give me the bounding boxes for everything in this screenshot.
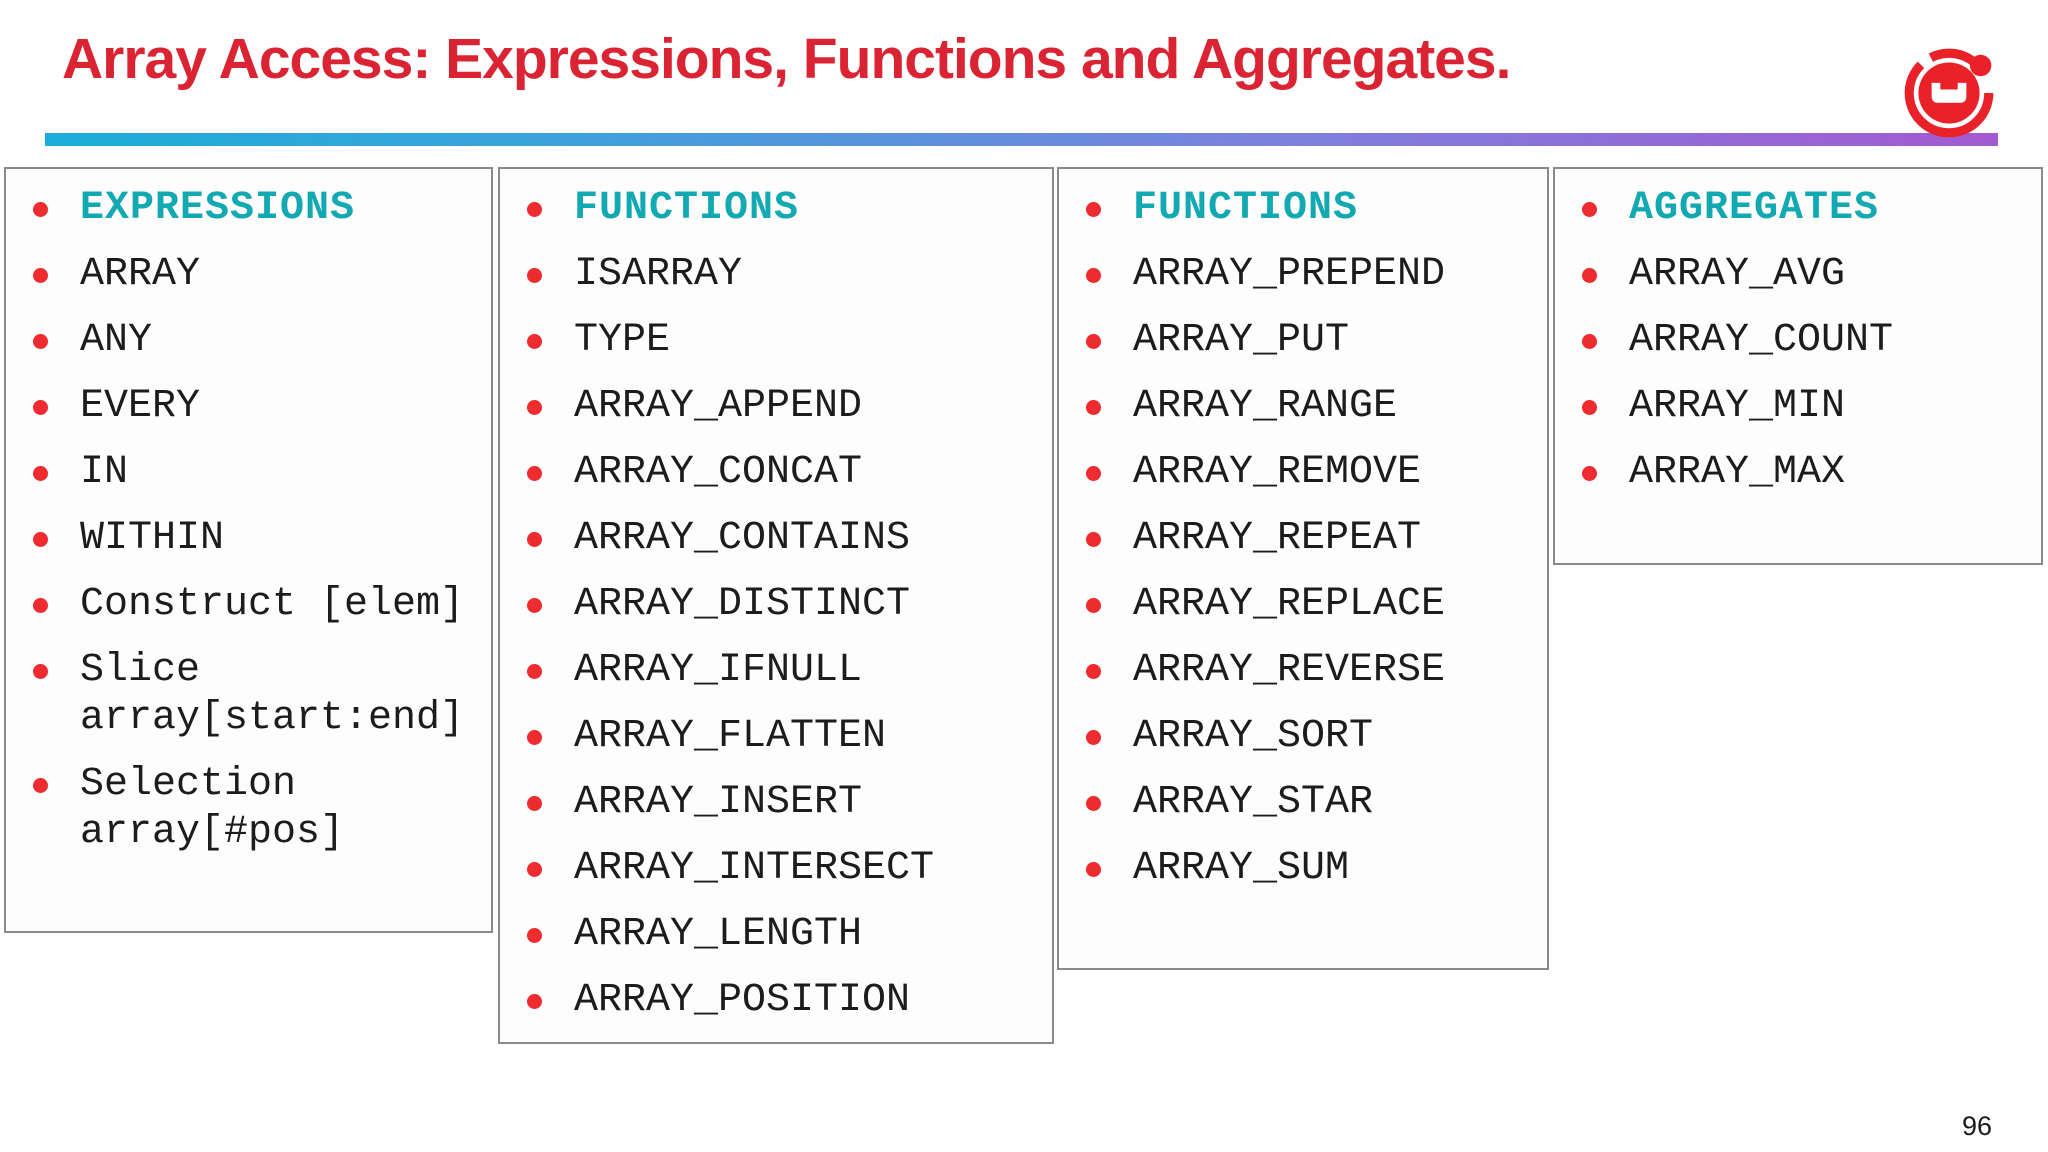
- list-item: Selection array[#pos]: [6, 761, 485, 857]
- list-item: ARRAY_CONTAINS: [500, 515, 1046, 563]
- functions-panel-2: FUNCTIONS ARRAY_PREPEND ARRAY_PUT ARRAY_RA…: [1057, 167, 1549, 970]
- aggregates-panel: AGGREGATES ARRAY_AVG ARRAY_COUNT ARRAY_MIN…: [1553, 167, 2043, 565]
- list-item: ARRAY_DISTINCT: [500, 581, 1046, 629]
- list-item: EVERY: [6, 383, 485, 431]
- list-item: ARRAY_REPLACE: [1059, 581, 1541, 629]
- functions-list-2: FUNCTIONS ARRAY_PREPEND ARRAY_PUT ARRAY_RA…: [1059, 169, 1547, 893]
- list-item: Slice array[start:end]: [6, 647, 485, 743]
- functions-list-1: FUNCTIONS ISARRAY TYPE ARRAY_APPEND ARRAY_C…: [500, 169, 1052, 1025]
- list-item: ARRAY_MAX: [1555, 449, 2035, 497]
- list-item: WITHIN: [6, 515, 485, 563]
- column-header: FUNCTIONS: [500, 185, 1046, 233]
- list-item: ARRAY_PUT: [1059, 317, 1541, 365]
- list-item: ARRAY_SORT: [1059, 713, 1541, 761]
- list-item: ARRAY_COUNT: [1555, 317, 2035, 365]
- list-item: ARRAY_INSERT: [500, 779, 1046, 827]
- aggregates-list: AGGREGATES ARRAY_AVG ARRAY_COUNT ARRAY_MIN…: [1555, 169, 2041, 497]
- list-item: ARRAY_LENGTH: [500, 911, 1046, 959]
- list-item: ARRAY_FLATTEN: [500, 713, 1046, 761]
- page-number: 96: [1961, 1111, 1992, 1141]
- list-item: ARRAY_APPEND: [500, 383, 1046, 431]
- list-item: ARRAY_SUM: [1059, 845, 1541, 893]
- column-header: AGGREGATES: [1555, 185, 2035, 233]
- list-item: ARRAY_IFNULL: [500, 647, 1046, 695]
- list-item: ARRAY: [6, 251, 485, 299]
- list-item: IN: [6, 449, 485, 497]
- logo-ring: [1904, 48, 1994, 138]
- list-item: ARRAY_REMOVE: [1059, 449, 1541, 497]
- column-header: EXPRESSIONS: [6, 185, 485, 233]
- list-item: Construct [elem]: [6, 581, 485, 629]
- list-item: ARRAY_AVG: [1555, 251, 2035, 299]
- list-item: ARRAY_CONCAT: [500, 449, 1046, 497]
- expressions-list: EXPRESSIONS ARRAY ANY EVERY IN WITHIN Constru…: [6, 169, 491, 857]
- expressions-panel: EXPRESSIONS ARRAY ANY EVERY IN WITHIN Constru…: [4, 167, 493, 933]
- list-item: ARRAY_MIN: [1555, 383, 2035, 431]
- list-item: ARRAY_STAR: [1059, 779, 1541, 827]
- list-item: ARRAY_INTERSECT: [500, 845, 1046, 893]
- list-item: ANY: [6, 317, 485, 365]
- list-item: ARRAY_REPEAT: [1059, 515, 1541, 563]
- list-item: ARRAY_REVERSE: [1059, 647, 1541, 695]
- list-item: ARRAY_POSITION: [500, 977, 1046, 1025]
- logo-couch-glyph: [1931, 82, 1967, 103]
- slide-title: Array Access: Expressions, Functions and…: [62, 27, 1511, 91]
- title-underline-rule: [45, 133, 1998, 146]
- column-header: FUNCTIONS: [1059, 185, 1541, 233]
- list-item: ARRAY_PREPEND: [1059, 251, 1541, 299]
- logo-dot: [1969, 54, 1992, 77]
- list-item: ISARRAY: [500, 251, 1046, 299]
- list-item: ARRAY_RANGE: [1059, 383, 1541, 431]
- list-item: TYPE: [500, 317, 1046, 365]
- functions-panel-1: FUNCTIONS ISARRAY TYPE ARRAY_APPEND ARRAY_C…: [498, 167, 1054, 1044]
- couchbase-logo-icon: [1904, 48, 1994, 138]
